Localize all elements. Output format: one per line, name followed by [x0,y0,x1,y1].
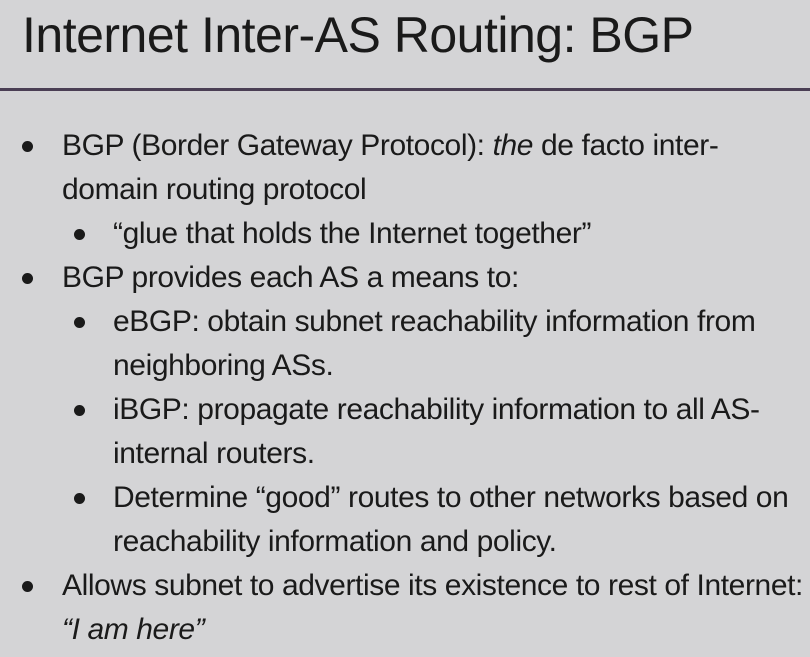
emphasis-text: “I am here” [62,613,205,646]
sub-bullet-ibgp: iBGP: propagate reachability information… [0,388,810,476]
bullet-text: Allows subnet to advertise its existence… [62,569,803,602]
bullet-bgp-definition: BGP (Border Gateway Protocol): the de fa… [0,124,810,212]
bullet-bgp-provides: BGP provides each AS a means to: [0,256,810,300]
slide-title: Internet Inter-AS Routing: BGP [22,7,694,63]
bullet-dot-icon [22,581,33,592]
bullet-dot-icon [74,493,85,504]
sub-bullet-determine-routes: Determine “good” routes to other network… [0,476,810,564]
emphasis-text: the [492,129,534,162]
sub-bullet-ebgp: eBGP: obtain subnet reachability informa… [0,300,810,388]
bullet-dot-icon [22,273,33,284]
sub-bullet-text: eBGP: obtain subnet reachability informa… [113,305,756,382]
title-bar: Internet Inter-AS Routing: BGP [0,0,810,91]
bullet-dot-icon [74,229,85,240]
bullet-text: de facto inter-domain routing protocol [62,129,719,206]
slide-content: BGP (Border Gateway Protocol): the de fa… [0,124,810,652]
bullet-dot-icon [74,405,85,416]
sub-bullet-text: iBGP: propagate reachability information… [113,393,760,470]
bullet-dot-icon [22,141,33,152]
bullet-advertise-existence: Allows subnet to advertise its existence… [0,564,810,652]
bullet-dot-icon [74,317,85,328]
title-divider [0,88,810,91]
bullet-text: BGP provides each AS a means to: [62,261,519,294]
sub-bullet-text: Determine “good” routes to other network… [113,481,789,558]
sub-bullet-text: “glue that holds the Internet together” [113,217,592,250]
sub-bullet-glue: “glue that holds the Internet together” [0,212,810,256]
bullet-text: BGP (Border Gateway Protocol): [62,129,493,162]
